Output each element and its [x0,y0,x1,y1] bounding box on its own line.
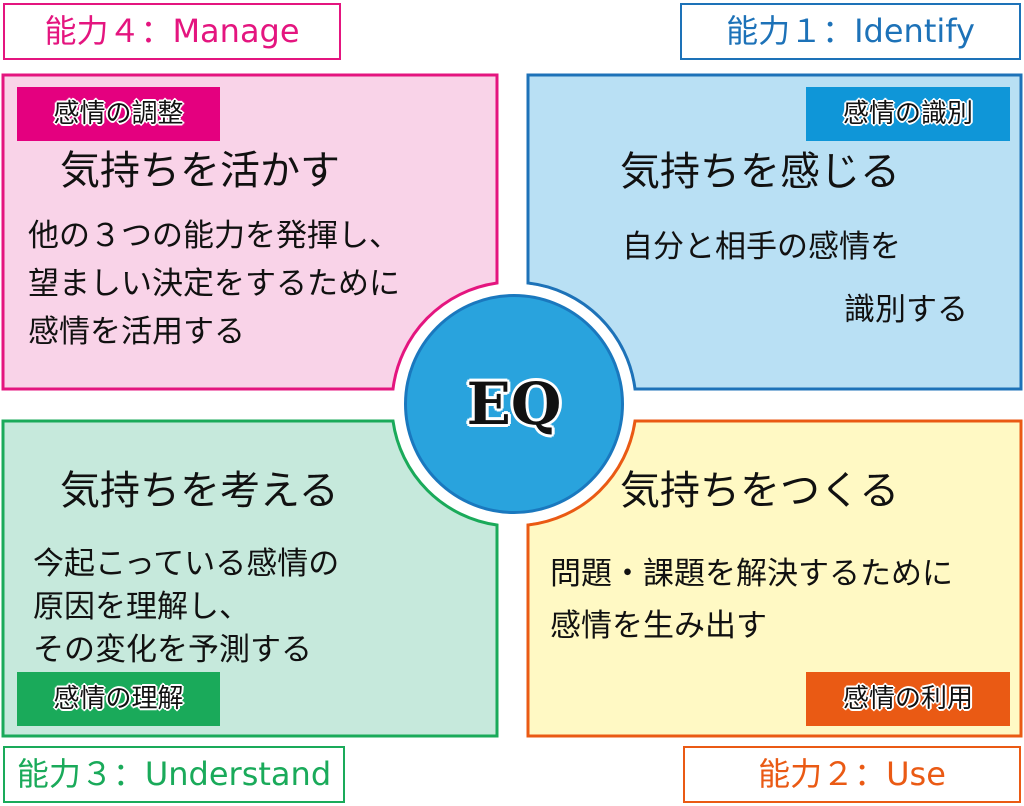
use-box [526,419,1023,738]
ability-label-manage: 能力４：Manage [3,3,341,60]
eq-label: EQ [466,370,562,438]
body-line: その変化を予測する [33,632,312,668]
ability-label-identify: 能力１：Identify [680,3,1021,60]
identify-box [526,73,1023,391]
ability-label-use: 能力２：Use [683,746,1021,803]
body-line: 原因を理解し、 [33,589,250,625]
eq-circle: EQ [404,294,624,514]
body-identify-line-2: 識別する [844,292,968,328]
body-line: 他の３つの能力を発揮し、 [28,218,400,254]
manage-box [1,73,499,391]
body-manage: 他の３つの能力を発揮し、 望ましい決定をするために 感情を活用する [28,212,400,356]
understand-box [1,419,499,738]
body-line: 望ましい決定をするために [28,266,400,302]
body-use: 問題・課題を解決するために 感情を生み出す [550,548,953,652]
title-understand: 気持ちを考える [60,468,339,514]
tag-identify: 感情の識別 [806,87,1010,141]
title-use: 気持ちをつくる [620,468,900,514]
tag-use: 感情の利用 [806,672,1010,726]
title-manage: 気持ちを活かす [60,148,340,194]
ability-label-understand: 能力３：Understand [3,746,345,803]
body-line: 今起こっている感情の [33,546,340,582]
body-line: 感情を活用する [28,314,245,350]
tag-manage: 感情の調整 [17,87,220,141]
body-understand: 今起こっている感情の 原因を理解し、 その変化を予測する [33,543,339,672]
title-identify: 気持ちを感じる [620,149,900,195]
body-identify-line-1: 自分と相手の感情を [622,229,901,265]
body-line: 問題・課題を解決するために [550,556,953,592]
body-line: 感情を生み出す [550,608,767,644]
tag-understand: 感情の理解 [17,672,220,726]
